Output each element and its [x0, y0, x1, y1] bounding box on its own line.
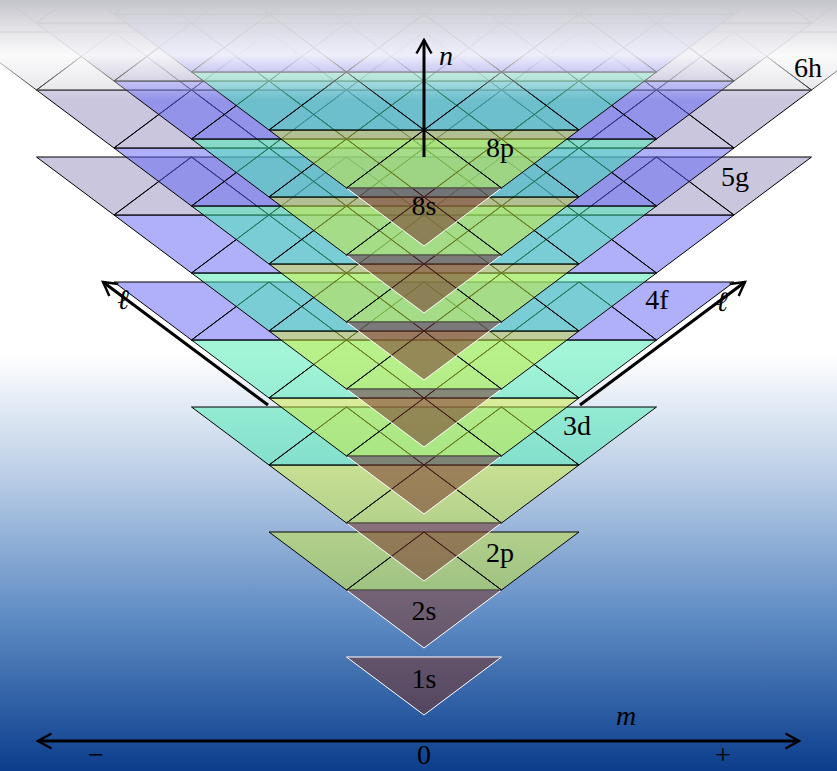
row-fill — [347, 255, 502, 313]
orbital-label: 1s — [412, 665, 437, 693]
orbital-cell — [347, 657, 502, 715]
orbital-row — [347, 255, 502, 313]
axis-label: m — [616, 702, 636, 730]
orbital-cell — [347, 188, 502, 246]
axis-label: ℓ — [716, 288, 728, 316]
row-fill — [347, 590, 502, 648]
l-axis-left — [103, 282, 268, 405]
sign-label: + — [715, 741, 731, 769]
axis-label: n — [439, 42, 453, 70]
orbital-row — [347, 523, 502, 581]
orbital-cell — [347, 322, 502, 380]
row-fill — [347, 657, 502, 715]
orbital-row — [347, 188, 502, 246]
orbital-row — [347, 456, 502, 514]
orbital-cell — [424, 130, 579, 188]
orbital-cell — [347, 523, 502, 581]
tick-label: 0 — [417, 741, 431, 769]
orbital-label: 4f — [645, 286, 668, 314]
orbital-cell — [347, 590, 502, 648]
orbital-row — [347, 389, 502, 447]
orbital-label: 3d — [563, 412, 591, 440]
sign-label: − — [88, 741, 104, 769]
row-fill — [347, 322, 502, 380]
orbital-label: 6h — [794, 54, 822, 82]
axis-label: ℓ — [117, 286, 129, 314]
top-fade — [0, 0, 837, 100]
row-fill — [347, 389, 502, 447]
orbital-cell — [269, 130, 424, 188]
orbital-row — [347, 322, 502, 380]
row-fill — [347, 188, 502, 246]
row-fill — [347, 456, 502, 514]
l-axis-right — [580, 282, 745, 405]
n-axis — [423, 40, 426, 157]
orbital-row — [347, 657, 502, 715]
shell-layers — [0, 0, 837, 715]
orbital-label: 2s — [412, 597, 437, 625]
orbital-label: 8p — [486, 134, 514, 162]
orbital-cell — [347, 389, 502, 447]
orbital-label: 5g — [721, 163, 749, 191]
orbital-label: 2p — [486, 539, 514, 567]
orbital-row — [347, 590, 502, 648]
orbital-cell — [347, 456, 502, 514]
orbital-cell — [347, 255, 502, 313]
orbital-label: 8s — [412, 192, 437, 220]
row-fill — [347, 523, 502, 581]
